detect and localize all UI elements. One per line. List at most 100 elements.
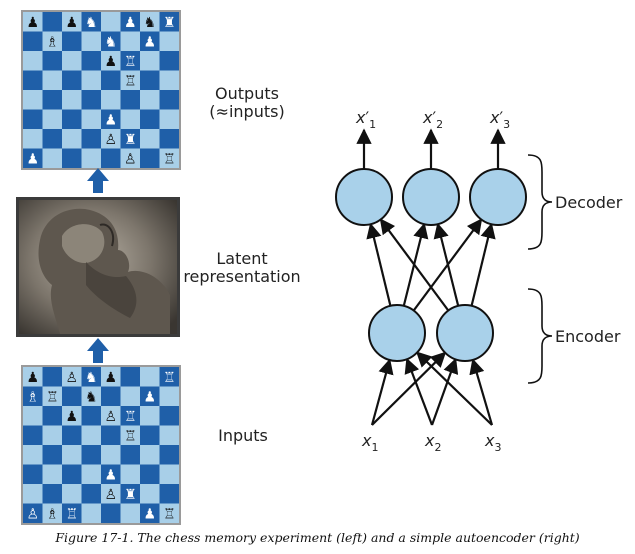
- board-square: [120, 503, 140, 523]
- output-label-1: x′1: [355, 108, 376, 131]
- board-square: [120, 70, 140, 90]
- board-square: [23, 367, 43, 387]
- board-square: [101, 445, 121, 465]
- chess-piece: ♖: [124, 428, 137, 444]
- board-square: [101, 109, 121, 129]
- in2-enc2-connection: [430, 357, 459, 426]
- board-square: [62, 148, 82, 168]
- chess-piece: ♜: [163, 15, 176, 31]
- board-square: [101, 484, 121, 504]
- board-square: [120, 129, 140, 149]
- board-square: [42, 148, 62, 168]
- board-square: [159, 386, 179, 406]
- up-arrow-top: [87, 168, 109, 193]
- board-square: [101, 367, 121, 387]
- board-square: [120, 12, 140, 32]
- board-square: [159, 148, 179, 168]
- board-square: [159, 406, 179, 426]
- board-square: [42, 484, 62, 504]
- board-square: [62, 386, 82, 406]
- chess-piece: ♙: [124, 151, 137, 167]
- board-square: [62, 445, 82, 465]
- board-square: [101, 31, 121, 51]
- chess-piece: ♙: [104, 132, 117, 148]
- chess-piece: ♖: [163, 370, 176, 386]
- decoder-neuron-1: [335, 168, 393, 226]
- board-square: [159, 129, 179, 149]
- board-square: [81, 31, 101, 51]
- board-square: [140, 503, 160, 523]
- chess-piece: ♞: [85, 389, 98, 405]
- board-square: [120, 484, 140, 504]
- board-square: [23, 12, 43, 32]
- board-square: [120, 425, 140, 445]
- board-square: [120, 464, 140, 484]
- chess-piece: ♖: [65, 506, 78, 522]
- board-square: [42, 406, 62, 426]
- decoder-neurons: [335, 168, 527, 226]
- board-square: [81, 386, 101, 406]
- board-square: [101, 90, 121, 110]
- board-square: [120, 386, 140, 406]
- board-square: [120, 367, 140, 387]
- in1-enc2-connection: [371, 351, 447, 426]
- chess-piece: ♗: [26, 389, 39, 405]
- board-square: [101, 148, 121, 168]
- chess-piece: ♟: [104, 54, 117, 70]
- board-square: [159, 12, 179, 32]
- board-square: [101, 406, 121, 426]
- board-square: [23, 129, 43, 149]
- outputs-label: Outputs: [215, 84, 279, 103]
- board-square: [159, 464, 179, 484]
- board-square: [23, 484, 43, 504]
- output-chess-board: ♟♟♞♟♞♜♗♞♟♟♖♖♟♙♜♟♙♖: [21, 10, 181, 170]
- board-square: [159, 484, 179, 504]
- board-square: [23, 148, 43, 168]
- board-square: [23, 70, 43, 90]
- up-arrow-bottom: [87, 338, 109, 363]
- input-variable-labels: x1 x2 x3: [361, 431, 501, 454]
- board-square: [159, 31, 179, 51]
- board-square: [62, 51, 82, 71]
- chess-piece: ♜: [124, 487, 137, 503]
- board-square: [101, 70, 121, 90]
- in1-enc1-connection: [370, 358, 394, 426]
- representation-label: representation: [183, 267, 300, 286]
- board-square: [159, 503, 179, 523]
- chess-piece: ♟: [104, 112, 117, 128]
- board-square: [42, 386, 62, 406]
- chess-piece: ♞: [85, 15, 98, 31]
- board-square: [120, 109, 140, 129]
- board-square: [81, 12, 101, 32]
- board-square: [81, 51, 101, 71]
- board-square: [62, 12, 82, 32]
- enc2-dec1-connection: [379, 218, 450, 312]
- board-square: [23, 31, 43, 51]
- in3-enc1-connection: [416, 351, 493, 426]
- board-square: [101, 425, 121, 445]
- latent-thinker-image: [16, 197, 180, 337]
- board-square: [81, 367, 101, 387]
- board-square: [81, 70, 101, 90]
- board-square: [159, 109, 179, 129]
- decoder-brace: [527, 154, 553, 250]
- board-square: [140, 129, 160, 149]
- output-variable-labels: x′1 x′2 x′3: [355, 108, 510, 131]
- board-square: [140, 51, 160, 71]
- chess-piece: ♟: [104, 467, 117, 483]
- chess-piece: ♟: [65, 15, 78, 31]
- input-label-2: x2: [424, 431, 441, 454]
- chess-piece: ♟: [26, 370, 39, 386]
- board-square: [120, 90, 140, 110]
- encoder-neuron-2: [436, 304, 494, 362]
- board-square: [140, 90, 160, 110]
- board-square: [62, 129, 82, 149]
- board-square: [62, 90, 82, 110]
- board-square: [42, 90, 62, 110]
- board-square: [140, 464, 160, 484]
- board-square: [23, 109, 43, 129]
- board-square: [101, 464, 121, 484]
- board-square: [140, 148, 160, 168]
- board-square: [81, 406, 101, 426]
- board-square: [42, 464, 62, 484]
